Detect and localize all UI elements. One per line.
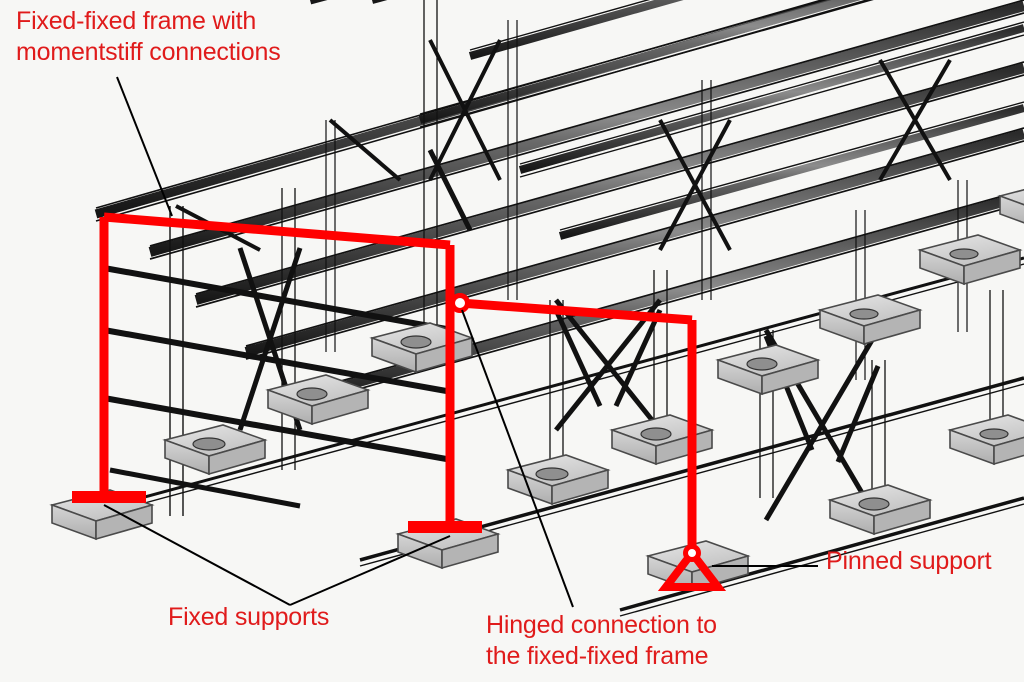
- base-plates: [192, 248, 1009, 511]
- leader-fixed-support-left: [103, 504, 291, 606]
- leader-lines: [103, 76, 818, 608]
- leader-fixed-support-right: [289, 535, 451, 606]
- pinned-base-frame[interactable]: [459, 298, 697, 550]
- pinned-support-triangle[interactable]: [657, 546, 727, 591]
- footing: [997, 188, 1024, 224]
- pinned-node[interactable]: [683, 544, 701, 562]
- leader-fixed-fixed-frame: [116, 76, 173, 217]
- x-bracing: [175, 39, 952, 522]
- leader-hinged-connection: [461, 309, 574, 608]
- hinge-node[interactable]: [450, 293, 470, 313]
- highlighted-frames: [72, 212, 727, 591]
- fixed-fixed-frame[interactable]: [72, 212, 482, 533]
